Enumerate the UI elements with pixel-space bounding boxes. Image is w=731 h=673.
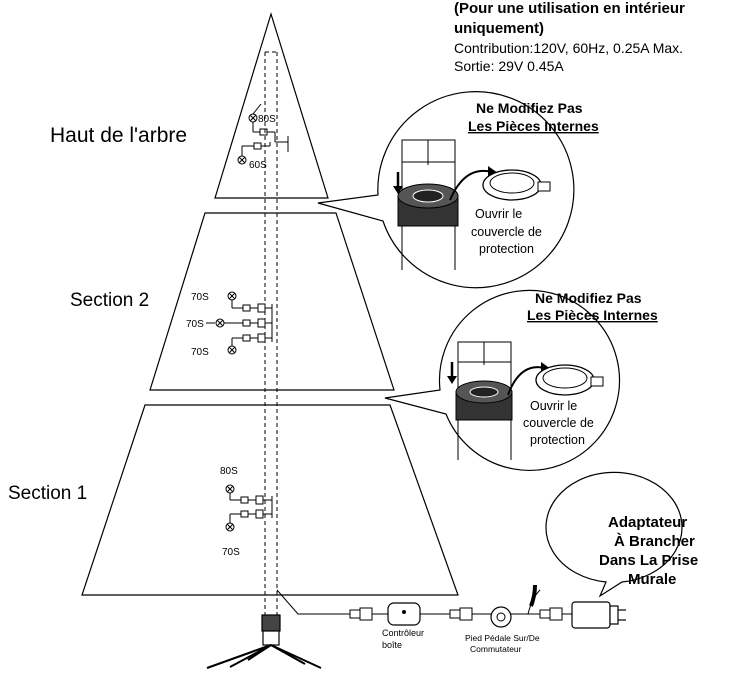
foot-pedal-switch	[490, 606, 512, 628]
cord-connectors	[349, 607, 563, 621]
tree-top-section	[214, 11, 329, 199]
spec-input-rating: Contribution:120V, 60Hz, 0.25A Max.	[454, 40, 683, 56]
middle-wiring	[206, 291, 273, 355]
spec-indoor-line2: uniquement)	[454, 20, 544, 37]
callout-bottom	[384, 289, 621, 471]
section-label-top: Haut de l'arbre	[50, 124, 187, 147]
bulb-label-bottom-upper: 80S	[220, 466, 238, 477]
tree-middle-section	[149, 212, 395, 391]
bottom-wiring	[225, 484, 273, 532]
section-label-middle: Section 2	[70, 290, 149, 311]
adapter-callout	[545, 471, 683, 598]
adapter-label-line4: Murale	[628, 571, 676, 588]
bulb-label-top-lower: 60S	[249, 160, 267, 171]
warning-bottom-line2: Les Pièces Internes	[527, 307, 658, 323]
callout-top-cover-line2: couvercle de	[471, 225, 542, 239]
warning-bottom-line1: Ne Modifiez Pas	[535, 290, 642, 306]
pedal-label-line1: Pied Pédale Sur/De	[465, 633, 540, 643]
pedal-label-line2: Commutateur	[470, 644, 522, 654]
adapter-label-line1: Adaptateur	[608, 514, 687, 531]
spec-output-rating: Sortie: 29V 0.45A	[454, 58, 564, 74]
controller-box	[387, 602, 421, 626]
controller-label-line2: boîte	[382, 640, 402, 650]
bulb-label-middle-center: 70S	[186, 319, 204, 330]
callout-top-cover-line1: Ouvrir le	[475, 207, 522, 221]
top-wiring	[237, 103, 289, 165]
bulb-label-top-upper: 80S	[258, 114, 276, 125]
wall-adapter	[571, 601, 626, 629]
warning-top-line2: Les Pièces Internes	[468, 118, 599, 134]
section-label-bottom: Section 1	[8, 483, 87, 504]
controller-label-line1: Contrôleur	[382, 628, 424, 638]
callout-bottom-cover-line3: protection	[530, 433, 585, 447]
callout-bottom-cover-line1: Ouvrir le	[530, 399, 577, 413]
warning-top-line1: Ne Modifiez Pas	[476, 100, 583, 116]
adapter-label-line3: Dans La Prise	[599, 552, 698, 569]
bulb-label-middle-upper: 70S	[191, 292, 209, 303]
cord-coil	[529, 584, 537, 607]
spec-indoor-line1: (Pour une utilisation en intérieur	[454, 0, 685, 17]
bulb-label-bottom-lower: 70S	[222, 547, 240, 558]
callout-bottom-cover-line2: couvercle de	[523, 416, 594, 430]
power-cord	[276, 589, 572, 615]
tree-bottom-section	[81, 404, 459, 596]
bulb-label-middle-lower: 70S	[191, 347, 209, 358]
adapter-label-line2: À Brancher	[614, 533, 695, 550]
callout-top-cover-line3: protection	[479, 242, 534, 256]
tree-stand	[206, 614, 322, 669]
callout-top	[317, 91, 575, 289]
